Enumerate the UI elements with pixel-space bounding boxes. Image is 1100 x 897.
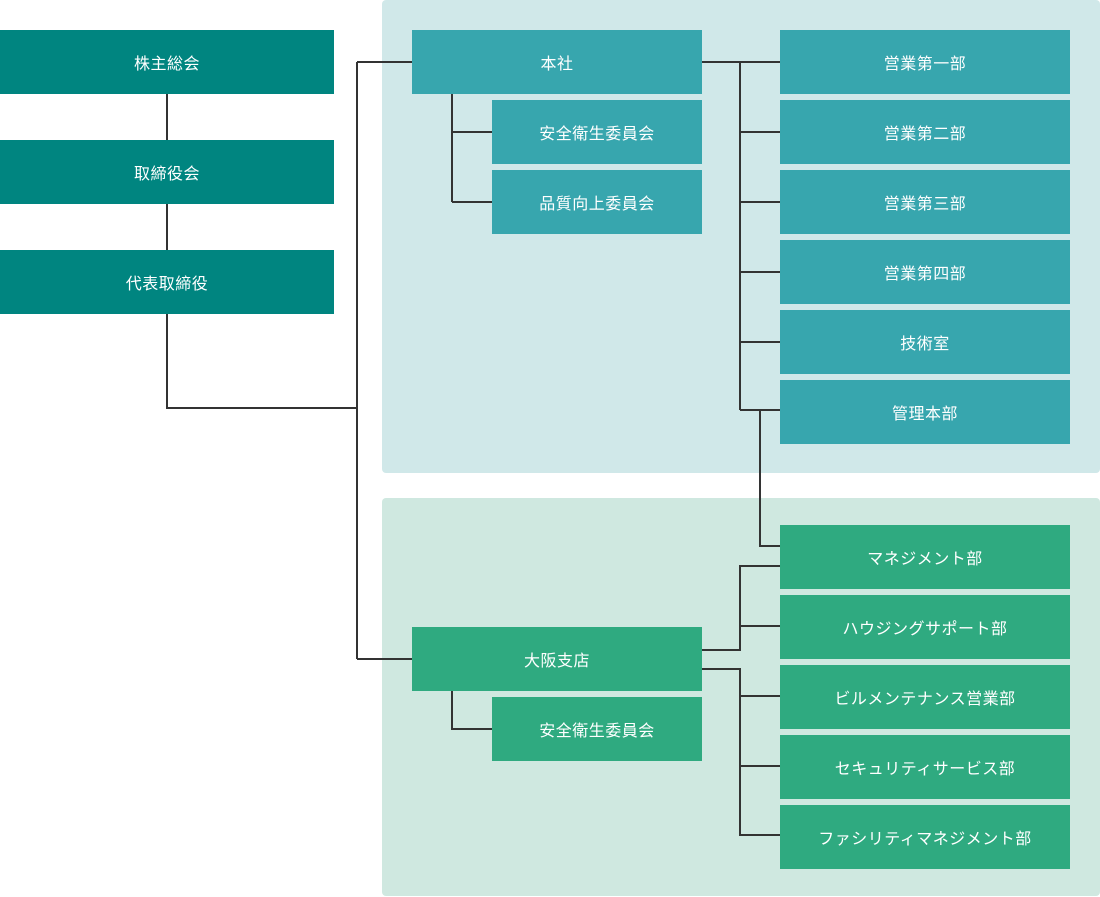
connector-representative-trunk [166, 314, 357, 409]
ho-dept-sales-4-box: 営業第四部 [780, 240, 1070, 304]
osaka-dept-building-maintenance-box: ビルメンテナンス営業部 [780, 665, 1070, 729]
ho-committee-quality-box: 品質向上委員会 [492, 170, 702, 234]
representative-director-box: 代表取締役 [0, 250, 334, 314]
board-of-directors-box: 取締役会 [0, 140, 334, 204]
osaka-dept-management-box: マネジメント部 [780, 525, 1070, 589]
osaka-committee-safety-box: 安全衛生委員会 [492, 697, 702, 761]
osaka-branch-box: 大阪支店 [412, 627, 702, 691]
osaka-dept-housing-support-box: ハウジングサポート部 [780, 595, 1070, 659]
ho-committee-safety-box: 安全衛生委員会 [492, 100, 702, 164]
ho-dept-admin-box: 管理本部 [780, 380, 1070, 444]
osaka-dept-security-box: セキュリティサービス部 [780, 735, 1070, 799]
head-office-box: 本社 [412, 30, 702, 94]
ho-dept-technical-box: 技術室 [780, 310, 1070, 374]
ho-dept-sales-3-box: 営業第三部 [780, 170, 1070, 234]
osaka-dept-facility-management-box: ファシリティマネジメント部 [780, 805, 1070, 869]
ho-dept-sales-2-box: 営業第二部 [780, 100, 1070, 164]
shareholders-meeting-box: 株主総会 [0, 30, 334, 94]
ho-dept-sales-1-box: 営業第一部 [780, 30, 1070, 94]
